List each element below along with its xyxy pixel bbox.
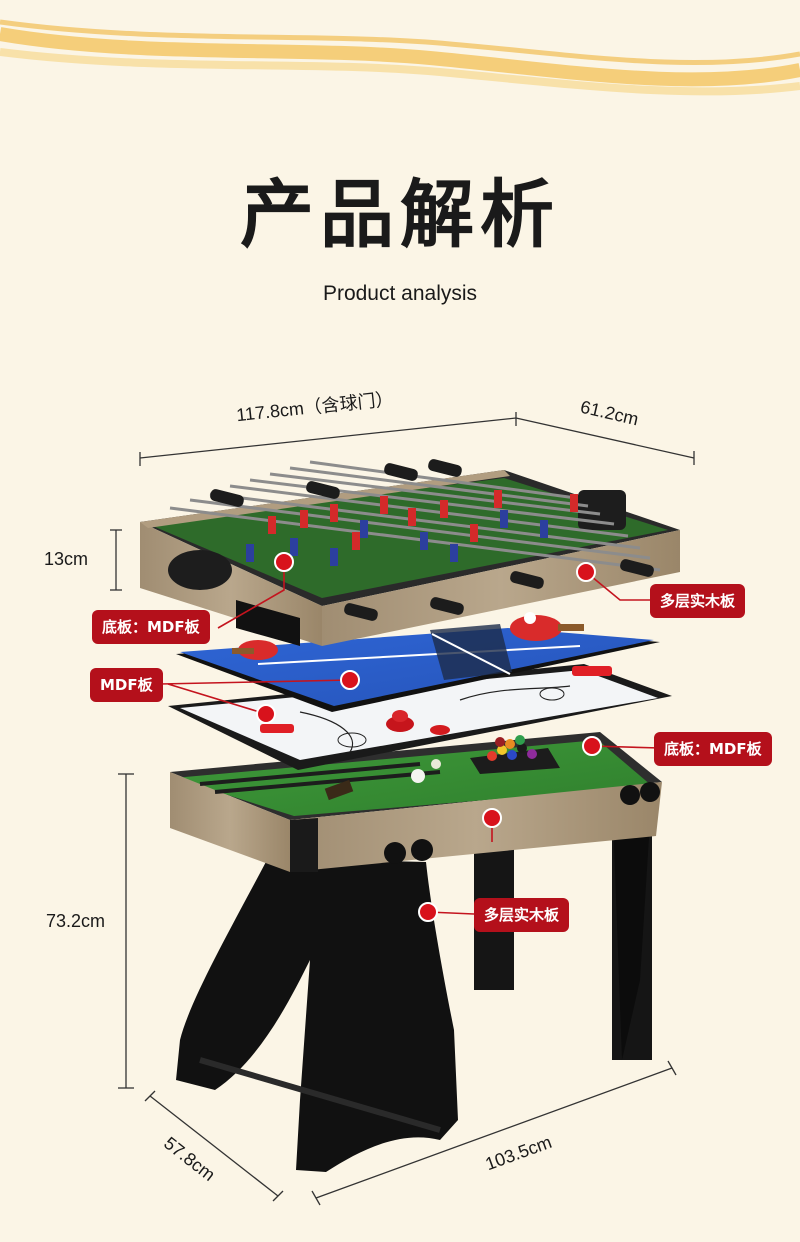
billiard-table bbox=[170, 732, 662, 1172]
dimension-lines bbox=[110, 412, 695, 1206]
page-title: 产品解析 bbox=[240, 172, 560, 258]
air-hockey-board bbox=[168, 664, 672, 770]
foosball-table bbox=[140, 459, 680, 646]
table-tennis-board bbox=[176, 612, 660, 712]
label-foosball-base-mdf: 底板：MDF板 bbox=[92, 610, 210, 644]
decorative-wave bbox=[0, 0, 800, 96]
label-board-mdf: MDF板 bbox=[90, 668, 163, 702]
callout-markers bbox=[256, 552, 602, 922]
dim-height-total: 73.2cm bbox=[46, 911, 106, 931]
page-subtitle: Product analysis bbox=[322, 282, 478, 305]
label-foosball-plywood: 多层实木板 bbox=[650, 584, 746, 618]
label-billiard-base-mdf: 底板：MDF板 bbox=[654, 732, 772, 766]
callout-leaders bbox=[159, 562, 661, 915]
billiard-balls bbox=[487, 735, 537, 761]
foosball-handles bbox=[210, 459, 654, 621]
dim-height-top: 13cm bbox=[44, 549, 89, 569]
label-billiard-plywood: 多层实木板 bbox=[474, 898, 570, 932]
foosball-players bbox=[246, 490, 578, 566]
foosball-rods bbox=[169, 460, 661, 572]
